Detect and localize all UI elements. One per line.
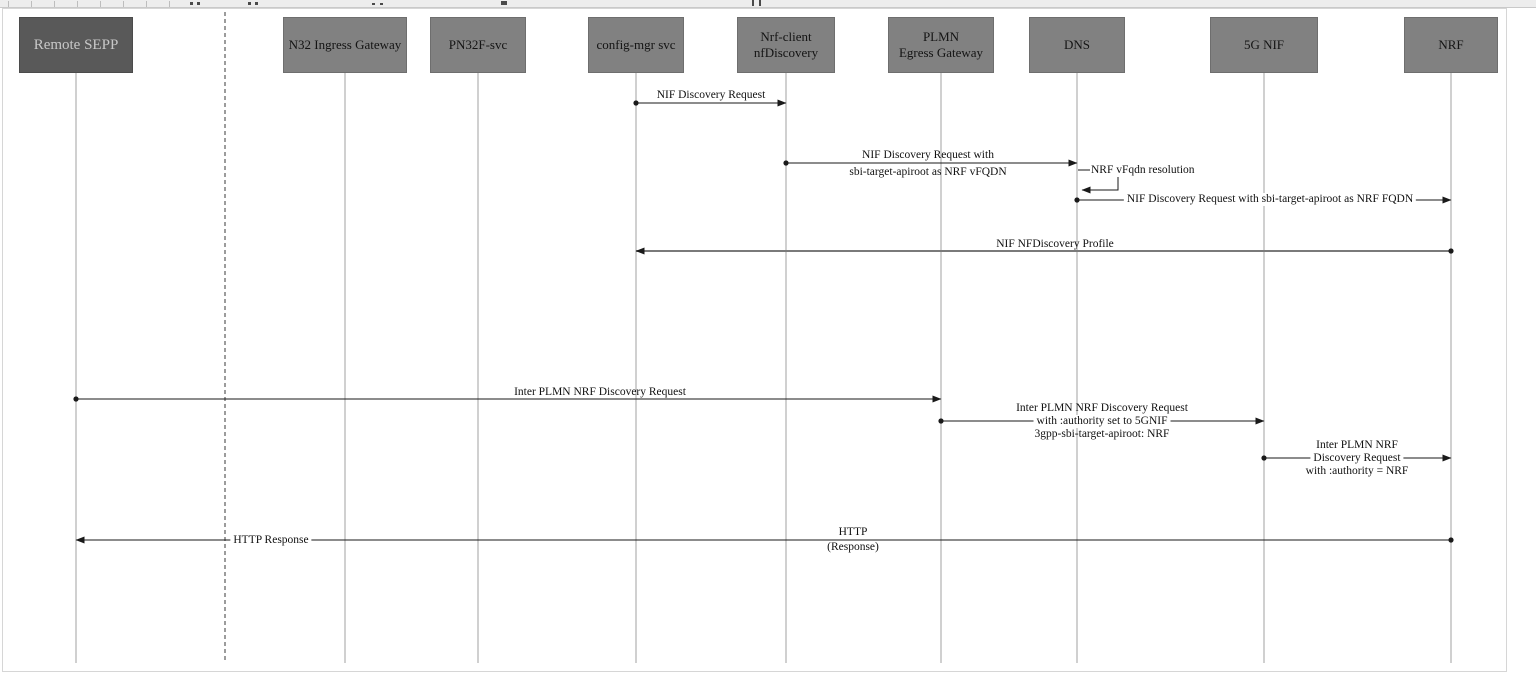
toolbar-strip xyxy=(0,0,1536,8)
actor-n32-ingress-gateway: N32 Ingress Gateway xyxy=(283,17,407,73)
actor-label: config-mgr svc xyxy=(596,37,676,52)
toolbar-separator xyxy=(169,1,170,7)
toolbar-glyph-fragment xyxy=(197,2,200,5)
message-label: HTTP xyxy=(838,526,868,538)
toolbar-glyph-fragment xyxy=(372,3,375,5)
message-label: Discovery Request xyxy=(1310,452,1404,465)
message-arrows xyxy=(73,99,1454,544)
message-label: (Response) xyxy=(827,541,879,553)
message-label: sbi-target-apiroot as NRF vFQDN xyxy=(849,166,1007,178)
toolbar-glyph-fragment xyxy=(255,2,258,5)
actor-label: NRF xyxy=(1438,37,1464,52)
toolbar-glyph-fragment xyxy=(759,0,761,6)
message-label: with :authority set to 5GNIF xyxy=(1033,415,1171,428)
actor-label: PLMN xyxy=(922,29,960,44)
toolbar-glyph-fragment xyxy=(248,2,251,5)
toolbar-separator xyxy=(100,1,101,7)
actor-label: DNS xyxy=(1063,37,1090,52)
message-label: NIF Discovery Request xyxy=(656,89,766,101)
actor-label: nfDiscovery xyxy=(753,45,819,60)
actor-config-mgr-svc: config-mgr svc xyxy=(588,17,684,73)
message-label: Inter PLMN NRF xyxy=(1316,439,1398,451)
actor-label: 5G NIF xyxy=(1243,37,1285,52)
actor-pn32f-svc: PN32F-svc xyxy=(430,17,526,73)
message-label: with :authority = NRF xyxy=(1305,465,1409,477)
message-label: Inter PLMN NRF Discovery Request xyxy=(1016,402,1188,414)
lifelines xyxy=(75,73,1452,663)
toolbar-glyph-fragment xyxy=(501,1,507,5)
message-label: NIF NFDiscovery Profile xyxy=(996,238,1114,250)
self-message-label: NRF vFqdn resolution xyxy=(1091,164,1195,176)
actor-label: N32 Ingress Gateway xyxy=(288,37,402,52)
actor-nrf: NRF xyxy=(1404,17,1498,73)
actor-5g-nif: 5G NIF xyxy=(1210,17,1318,73)
actor-dns: DNS xyxy=(1029,17,1125,73)
actor-label: Remote SEPP xyxy=(33,37,119,53)
self-loop-dns xyxy=(1081,177,1119,194)
actor-plmn-egress-gateway: PLMN Egress Gateway xyxy=(888,17,994,73)
actor-nrf-client-nfdiscovery: Nrf-client nfDiscovery xyxy=(737,17,835,73)
message-label: 3gpp-sbi-target-apiroot: NRF xyxy=(1034,428,1170,440)
toolbar-separator xyxy=(8,1,9,7)
message-label: Inter PLMN NRF Discovery Request xyxy=(514,386,686,398)
toolbar-glyph-fragment xyxy=(190,2,193,5)
diagram-panel xyxy=(2,8,1507,672)
toolbar-separator xyxy=(77,1,78,7)
actor-label: Nrf-client xyxy=(760,29,812,44)
actor-label: Egress Gateway xyxy=(898,45,984,60)
message-label: NIF Discovery Request with xyxy=(862,149,994,161)
toolbar-glyph-fragment xyxy=(752,0,754,6)
toolbar-separator xyxy=(31,1,32,7)
actor-remote-sepp: Remote SEPP xyxy=(19,17,133,73)
message-label: HTTP Response xyxy=(230,534,312,547)
toolbar-glyph-fragment xyxy=(380,3,383,5)
toolbar-separator xyxy=(54,1,55,7)
actor-label: PN32F-svc xyxy=(448,37,508,52)
toolbar-separator xyxy=(123,1,124,7)
toolbar-separator xyxy=(146,1,147,7)
message-label: NIF Discovery Request with sbi-target-ap… xyxy=(1123,193,1417,206)
